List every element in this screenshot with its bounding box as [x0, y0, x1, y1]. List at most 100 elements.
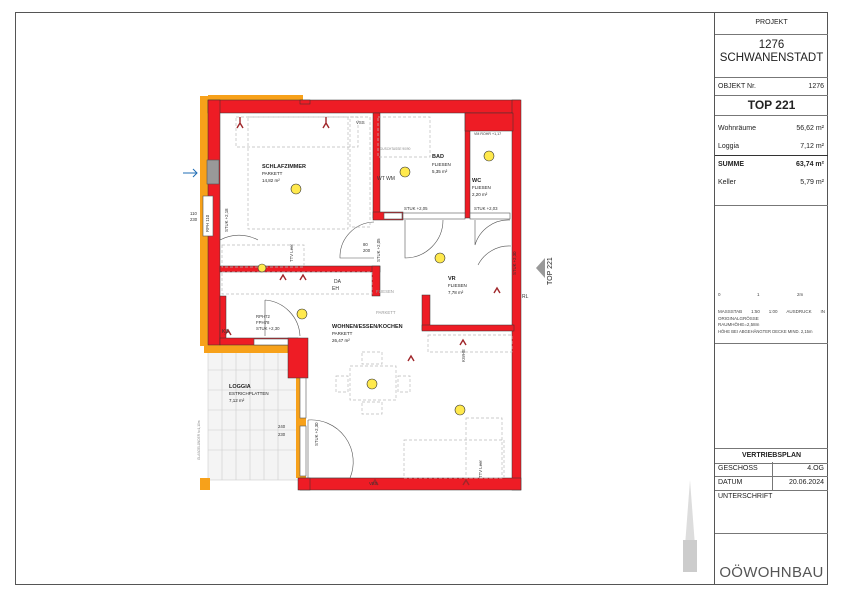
objekt-row: OBJEKT Nr. 1276	[715, 78, 828, 96]
unterschrift-label: UNTERSCHRIFT	[718, 493, 773, 500]
room-area: 7,78 m²	[448, 290, 464, 295]
title-block: PROJEKT 1276 SCHWANENSTADT OBJEKT Nr. 12…	[714, 12, 828, 585]
area-value: 63,74 m²	[795, 161, 824, 168]
floor-plan: SCHLAFZIMMER PARKETT 14,82 m² BAD FLIESE…	[183, 95, 697, 572]
area-value: 56,62 m²	[796, 125, 824, 132]
floor-change-label: FLIESEN	[376, 289, 394, 294]
ceiling-lights	[257, 150, 495, 416]
room-floor: FLIESEN	[448, 283, 467, 288]
rl-label: RL	[522, 294, 529, 300]
dim-label: 230	[278, 432, 286, 437]
scale-tick: 2m	[797, 292, 804, 297]
scale-ratio: 1:00	[768, 309, 778, 314]
tower-emblem-icon	[683, 480, 697, 572]
room-area: 5,35 m²	[432, 169, 448, 174]
kwhe-label: KWHE	[461, 349, 466, 362]
wt-wm-label: WT WM	[377, 176, 395, 182]
area-label: Keller	[718, 179, 736, 186]
projekt-name: SCHWANENSTADT	[719, 52, 824, 64]
room-floor: PARKETT	[332, 331, 353, 336]
area-value: 7,12 m²	[800, 143, 824, 150]
room-floor: ESTRICHPLATTEN	[229, 391, 269, 396]
stuk-label: STUK +2,30	[314, 422, 319, 446]
room-area: 14,82 m²	[262, 178, 280, 183]
room-name: BAD	[432, 154, 444, 160]
dim-label: 110	[190, 211, 197, 216]
floor-change-label: PARKETT	[376, 310, 396, 315]
objekt-label: OBJEKT Nr.	[718, 83, 756, 90]
dim-label: 240	[278, 424, 286, 429]
stuk-label: STUK +2,05	[404, 206, 428, 211]
scale-tick: 0	[718, 292, 721, 297]
rph-label: RPH72	[256, 314, 270, 319]
logo-text: OÖWOHNBAU	[719, 564, 824, 581]
area-label: Loggia	[718, 143, 740, 150]
projekt-number: 1276	[758, 39, 785, 51]
top-marker-label: TOP 221	[547, 257, 554, 285]
top-number: TOP 221	[715, 95, 828, 116]
geschoss-value: 4.OG	[807, 465, 824, 472]
dim-label: 230	[190, 217, 198, 222]
ttv-label: TTV Leer	[478, 460, 483, 478]
room-name: WC	[472, 178, 481, 184]
unterschrift-field: UNTERSCHRIFT	[715, 490, 828, 534]
area-label: Wohnräume	[718, 125, 757, 132]
railing-label: GLASGELÄNDER h=1,10m	[197, 420, 201, 460]
projekt-label: PROJEKT	[715, 12, 828, 35]
area-value: 5,79 m²	[800, 179, 824, 186]
scale-tick: 1	[757, 292, 760, 297]
fph-label: FPH78	[256, 320, 270, 325]
room-name: VR	[448, 276, 456, 282]
datum-value: 20.06.2024	[788, 479, 824, 486]
area-table: Wohnräume 56,62 m² Loggia 7,12 m² SUMME 63,…	[715, 115, 828, 206]
rph-label: RPH 110	[205, 214, 210, 232]
door-swings	[219, 200, 512, 479]
eh-label: EH	[332, 286, 339, 292]
room-area: 7,12 m²	[229, 398, 245, 403]
page-frame	[15, 12, 828, 585]
scale-ratio: 1:50	[751, 309, 760, 314]
note: RAUMHÖHE=2,58m	[718, 322, 760, 327]
room-floor: PARKETT	[262, 171, 283, 176]
ks-label: KS	[222, 329, 229, 335]
area-label: SUMME	[718, 161, 745, 168]
datum-row: DATUM 20.06.2024	[715, 476, 828, 491]
room-area: 26,47 m²	[332, 338, 350, 343]
stuk-label: STUK +2,05	[376, 238, 381, 262]
room-area: 2,20 m²	[472, 192, 488, 197]
geschoss-row: GESCHOSS 4.OG	[715, 462, 828, 477]
room-floor: FLIESEN	[472, 185, 491, 190]
massstab-label: MASSSTAB	[718, 309, 743, 314]
outlets	[224, 117, 501, 486]
datum-label: DATUM	[718, 479, 743, 486]
room-floor: FLIESEN	[432, 162, 451, 167]
room-name: WOHNEN/ESSEN/KOCHEN	[332, 324, 403, 330]
vss-label: VSS	[369, 481, 378, 486]
stuk-label: STUK +2,03	[474, 206, 498, 211]
plan-type: VERTRIEBSPLAN	[715, 448, 828, 464]
dim-label: 200	[363, 248, 371, 253]
vm-rohr-label: VM ROHR +1,17	[474, 132, 501, 136]
stuk-label: STUK +2,30	[256, 326, 280, 331]
windows	[202, 159, 511, 477]
ttv-label: TTV Leer	[289, 244, 294, 262]
entry-arrow-icon	[183, 168, 198, 178]
room-name: SCHLAFZIMMER	[262, 164, 306, 170]
geschoss-label: GESCHOSS	[718, 465, 758, 472]
da-label: DA	[334, 279, 342, 285]
dim-label: 80	[363, 242, 368, 247]
shower-label: DUSCHTASSE 90/90	[380, 147, 411, 151]
stuk-label: STUK +2,18	[224, 208, 229, 232]
area-row: Loggia 7,12 m²	[715, 143, 828, 156]
note: ORIGINALGRÖSSE	[718, 316, 759, 321]
objekt-value: 1276	[808, 83, 824, 90]
scale-unit: IN	[820, 309, 825, 314]
projekt-box: 1276 SCHWANENSTADT	[715, 34, 828, 78]
loggia-tiles	[207, 351, 301, 481]
room-name: LOGGIA	[229, 384, 251, 390]
furniture	[221, 116, 513, 479]
entrance-arrow-icon	[536, 258, 545, 278]
note: HÖHE BEI ABGEHÄNGTER DECKE MIND. 2,15m	[718, 329, 813, 334]
vss-label: VSS	[356, 120, 365, 125]
ausdruck-label: AUSDRUCK	[786, 309, 812, 314]
